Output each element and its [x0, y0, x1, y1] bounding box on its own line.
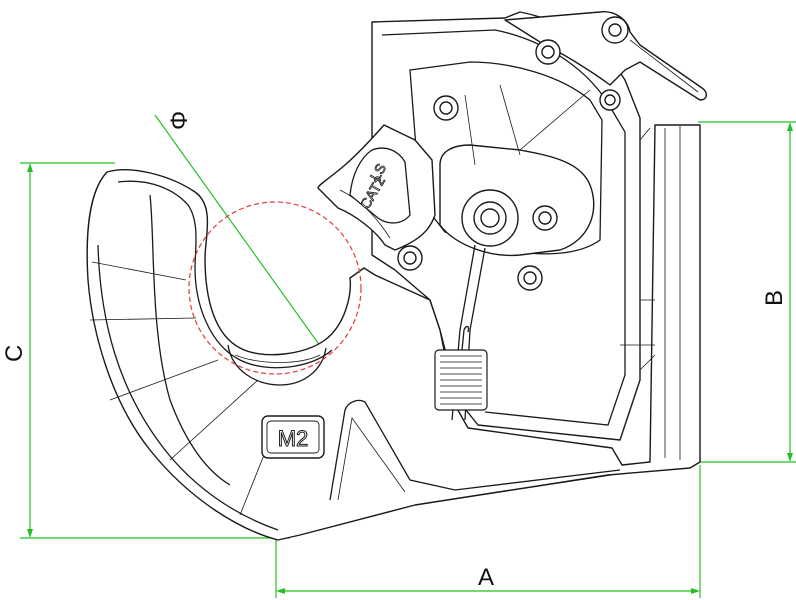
- dimension-lines: [20, 114, 796, 598]
- dimension-labels: A B C Φ: [1, 111, 788, 591]
- dim-label-phi: Φ: [166, 111, 193, 130]
- dim-label-b: B: [761, 290, 788, 306]
- latch-marking-line1: LS: [367, 161, 389, 184]
- hook-marking: M2: [278, 426, 309, 451]
- spring: [434, 325, 488, 411]
- hook-body: [86, 124, 701, 541]
- dim-label-a: A: [478, 564, 494, 591]
- release-lever: [504, 11, 707, 101]
- ball-diameter-circle: [188, 201, 362, 375]
- m2-emblem: M2: [261, 415, 325, 459]
- latch: LS CAT2: [317, 124, 436, 251]
- dim-label-c: C: [1, 345, 28, 362]
